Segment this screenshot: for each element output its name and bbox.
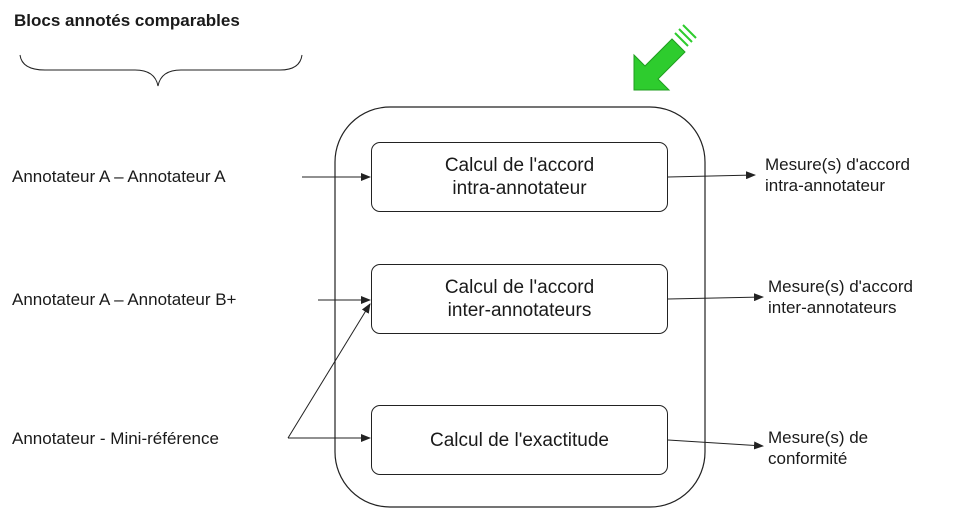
arrow-mini-to-inter <box>287 303 371 439</box>
process-box-exact-line1: Calcul de l'exactitude <box>430 429 609 451</box>
input-label-intra: Annotateur A – Annotateur A <box>12 167 226 186</box>
curly-brace-icon <box>19 54 303 87</box>
output-label-exact-line1: Mesure(s) de <box>768 428 869 447</box>
output-label-exact-line2: conformité <box>768 449 848 468</box>
output-label-inter-line1: Mesure(s) d'accord <box>768 277 913 296</box>
arrow-inter-out <box>667 293 764 302</box>
process-box-intra-line2: intra-annotateur <box>452 178 587 199</box>
process-container <box>334 106 706 508</box>
output-label-intra: Mesure(s) d'accord intra-annotateur <box>765 154 910 196</box>
arrow-exact-out <box>667 439 764 450</box>
input-label-inter: Annotateur A – Annotateur B+ <box>12 290 237 309</box>
input-label-mini: Annotateur - Mini-référence <box>12 429 219 448</box>
output-label-intra-line1: Mesure(s) d'accord <box>765 155 910 174</box>
process-box-inter-line1: Calcul de l'accord <box>444 277 595 298</box>
output-label-intra-line2: intra-annotateur <box>765 176 886 195</box>
output-label-exact: Mesure(s) de conformité <box>768 427 868 469</box>
process-box-exact: Calcul de l'exactitude <box>371 405 668 475</box>
process-box-intra: Calcul de l'accord intra-annotateur <box>371 142 668 212</box>
output-label-inter-line2: inter-annotateurs <box>768 298 897 317</box>
process-box-intra-line1: Calcul de l'accord <box>444 155 595 176</box>
output-label-inter: Mesure(s) d'accord inter-annotateurs <box>768 276 913 318</box>
process-box-inter-line2: inter-annotateurs <box>447 300 592 321</box>
green-arrow-icon <box>633 24 697 91</box>
process-box-inter: Calcul de l'accord inter-annotateurs <box>371 264 668 334</box>
diagram-title: Blocs annotés comparables <box>14 11 240 30</box>
arrow-intra-out <box>667 171 756 180</box>
